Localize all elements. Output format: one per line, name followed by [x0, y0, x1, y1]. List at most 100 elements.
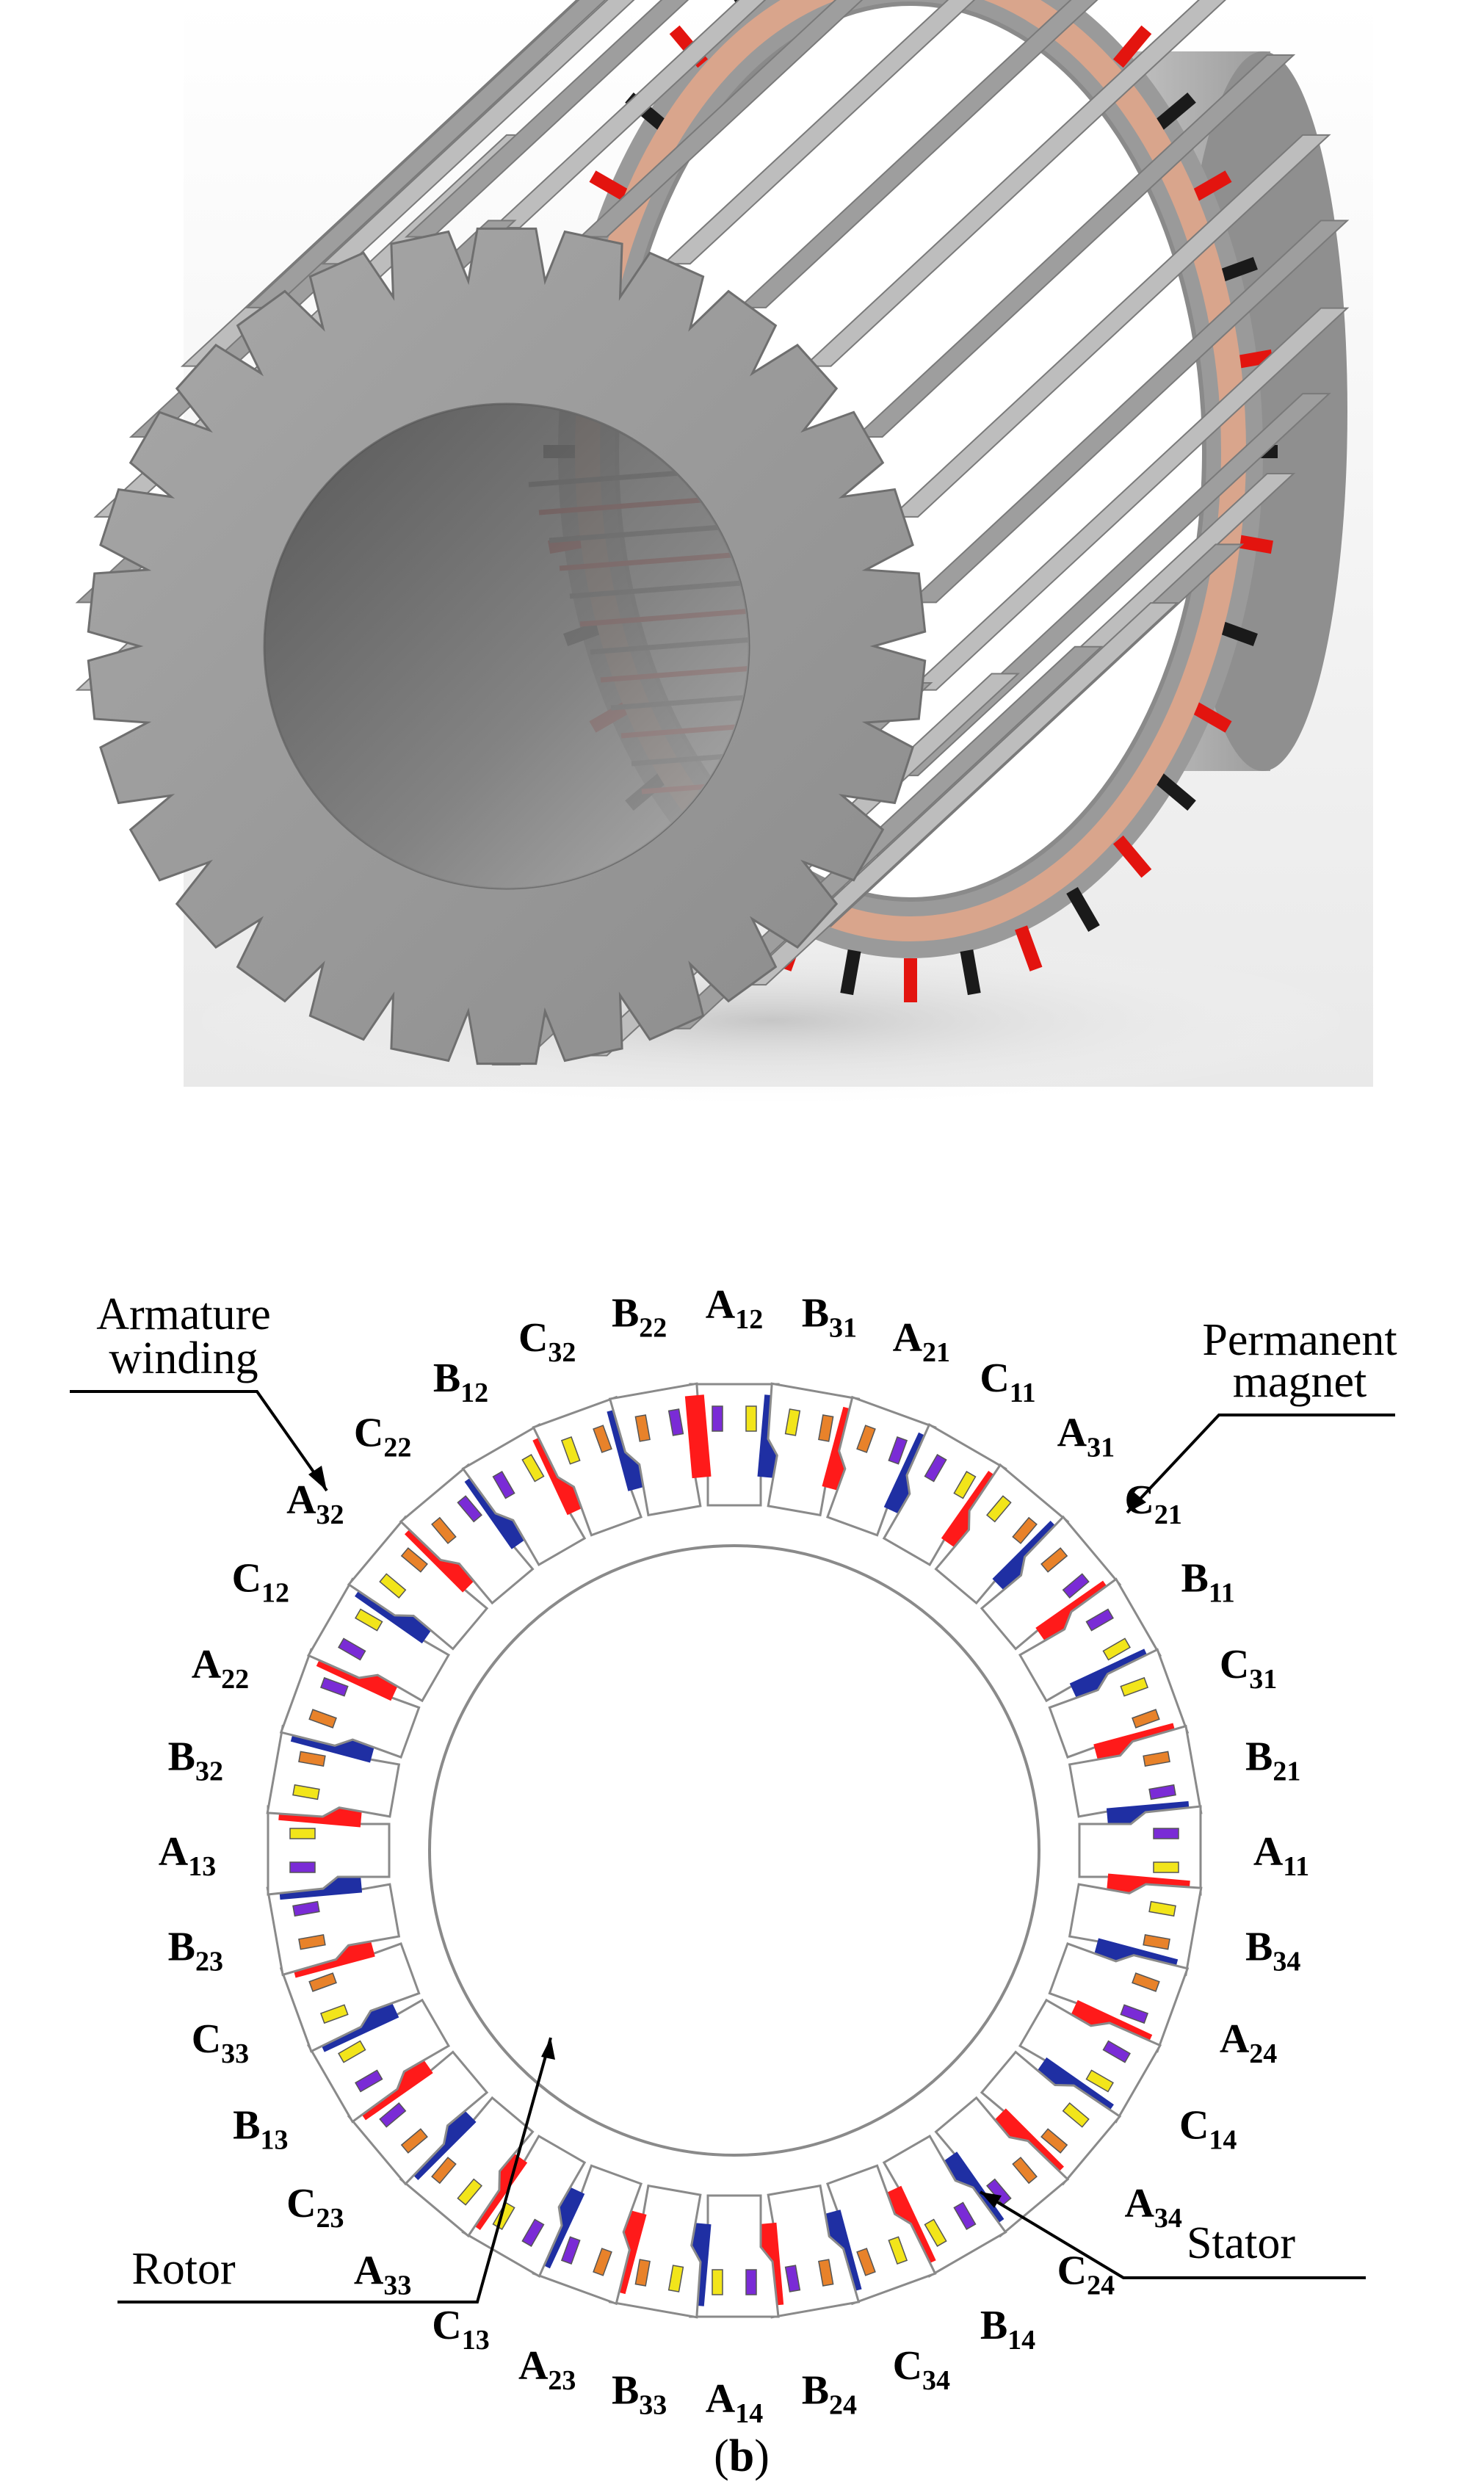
magnet-3d: [1154, 93, 1196, 131]
svg-text:Armature: Armature: [96, 1289, 271, 1339]
coil-marker: [338, 1608, 383, 1661]
phase-label: A12: [706, 1282, 763, 1335]
magnet-label-line1: Permanent: [1202, 1315, 1397, 1365]
phase-labels: A12B31A21C11A31C21B11C31B21A11B34A24C14A…: [159, 1282, 1309, 2429]
phase-label: B24: [802, 2368, 857, 2421]
coil-marker: [924, 1454, 977, 1499]
coil-marker: [1143, 1751, 1176, 1800]
figure-b-cross-section: A12B31A21C11A31C21B11C31B21A11B34A24C14A…: [70, 1282, 1397, 2481]
phase-label: A14: [706, 2376, 763, 2429]
phase-label: B12: [433, 1356, 488, 1408]
phase-label: C31: [1220, 1642, 1277, 1695]
callout-stator: Stator: [979, 2190, 1366, 2279]
permanent-magnet: [684, 1394, 712, 1479]
phase-label: A13: [159, 1829, 216, 1882]
phase-label: A22: [192, 1642, 249, 1695]
coil-marker: [784, 1408, 834, 1442]
magnet-3d: [1112, 25, 1152, 68]
phase-label: A32: [286, 1477, 344, 1530]
coil-marker: [924, 2201, 977, 2247]
svg-text:Permanent: Permanent: [1202, 1315, 1397, 1365]
coil-marker: [1085, 2040, 1131, 2093]
coil-marker: [985, 1495, 1038, 1544]
phase-label: C21: [1124, 1477, 1181, 1530]
magnet-label-line2: magnet: [1233, 1357, 1367, 1407]
phase-label: A23: [518, 2343, 576, 2396]
phase-label: B34: [1245, 1924, 1300, 1977]
magnet-3d: [1187, 699, 1232, 733]
phase-label: C11: [980, 1356, 1035, 1408]
coil-marker: [1120, 1972, 1160, 2024]
coil-marker: [308, 1676, 349, 1729]
coil-marker: [292, 1751, 326, 1800]
phase-label: C24: [1057, 2248, 1115, 2301]
coil-marker: [1143, 1900, 1176, 1950]
coil-marker: [289, 1828, 316, 1873]
phase-label: A21: [893, 1315, 950, 1368]
callout-permanent-magnet: Permanent magnet: [1126, 1315, 1397, 1514]
phase-label: C13: [432, 2303, 489, 2356]
phase-label: C32: [518, 1315, 576, 1368]
phase-label: C23: [286, 2181, 344, 2234]
phase-label: A11: [1253, 1829, 1309, 1882]
coil-marker: [634, 2259, 684, 2292]
phase-label: A34: [1124, 2181, 1181, 2234]
coil-marker: [292, 1900, 326, 1950]
coil-marker: [338, 2040, 383, 2093]
phase-label: B11: [1181, 1556, 1235, 1609]
magnet-3d: [1015, 925, 1043, 971]
magnet-3d: [960, 949, 981, 996]
rotor-circle: [428, 1544, 1040, 2157]
coil-marker: [560, 1425, 612, 1465]
callout-armature-winding: Armature winding: [70, 1289, 328, 1492]
coil-marker: [1153, 1828, 1179, 1873]
magnet-3d: [1187, 170, 1232, 204]
phase-label: C22: [354, 1410, 411, 1463]
coil-marker: [1120, 1676, 1160, 1729]
coil-marker: [856, 2236, 908, 2276]
magnet-3d: [840, 949, 861, 996]
coil-marker: [308, 1972, 349, 2024]
coil-marker: [379, 1547, 428, 1599]
svg-text:magnet: magnet: [1233, 1357, 1367, 1407]
phase-label: A33: [354, 2248, 411, 2301]
figure-a-3d-render: (a): [75, 0, 1373, 1101]
armature-label-line2: winding: [109, 1333, 258, 1383]
phase-label: C12: [232, 1556, 289, 1609]
stator-label: Stator: [1187, 2218, 1295, 2268]
coil-marker: [560, 2236, 612, 2276]
magnet-3d: [1066, 887, 1100, 933]
coil-marker: [1040, 2102, 1090, 2154]
phase-label: B32: [168, 1734, 223, 1787]
phase-label: B33: [612, 2368, 667, 2421]
phase-label: C14: [1179, 2103, 1237, 2156]
coil-marker: [1040, 1547, 1090, 1599]
phase-label: A31: [1057, 1410, 1115, 1463]
armature-label-line1: Armature: [96, 1289, 271, 1339]
coil-marker: [712, 2269, 757, 2295]
rotor-label: Rotor: [131, 2244, 236, 2294]
svg-text:winding: winding: [109, 1333, 258, 1383]
phase-label: B23: [168, 1924, 223, 1977]
caption-b: (b): [714, 2431, 770, 2481]
magnet-3d: [1154, 772, 1196, 811]
phase-label: B22: [612, 1290, 667, 1343]
phase-label: B13: [233, 2103, 288, 2156]
phase-label: C34: [893, 2343, 950, 2396]
phase-label: B14: [980, 2303, 1035, 2356]
phase-label: B21: [1245, 1734, 1300, 1787]
coil-marker: [431, 2157, 483, 2206]
svg-text:Rotor: Rotor: [131, 2244, 236, 2294]
coil-marker: [856, 1425, 908, 1465]
phase-label: A24: [1220, 2016, 1277, 2069]
phase-label: C33: [192, 2016, 249, 2069]
callout-rotor: Rotor: [117, 2037, 555, 2303]
coil-marker: [431, 1495, 483, 1544]
phase-label: B31: [802, 1290, 857, 1343]
rotor-front-face: [87, 227, 927, 1065]
coil-marker: [379, 2102, 428, 2154]
coil-marker: [634, 1408, 684, 1442]
magnet-3d: [589, 170, 634, 204]
coil-marker: [712, 1405, 757, 1432]
stator-slots: [266, 1382, 1203, 2319]
